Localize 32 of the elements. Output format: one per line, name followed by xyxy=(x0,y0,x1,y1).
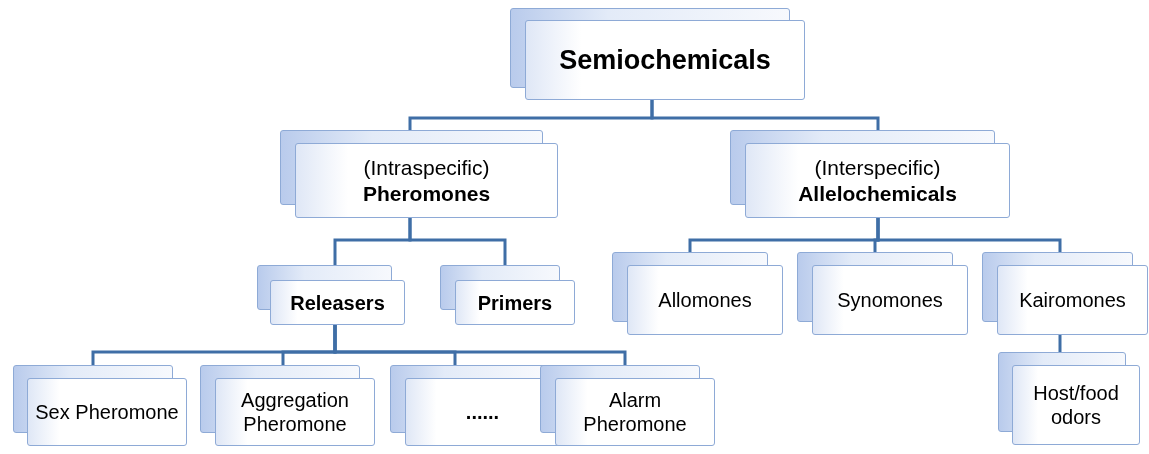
stacked-card xyxy=(440,265,575,325)
card-subtitle: (Interspecific) xyxy=(814,155,941,181)
stacked-card xyxy=(200,365,375,446)
stacked-card xyxy=(257,265,405,325)
card-subtitle: (Intraspecific) xyxy=(363,155,490,181)
stacked-card xyxy=(982,252,1148,335)
card-title: Releasers xyxy=(290,290,385,315)
card-title: Pheromones xyxy=(362,180,491,206)
stacked-card xyxy=(540,365,715,446)
stacked-card xyxy=(730,130,1010,218)
stacked-card xyxy=(13,365,187,446)
card-title: Sex Pheromone xyxy=(35,400,179,424)
stacked-card xyxy=(612,252,783,335)
connector-line xyxy=(650,100,880,130)
card-title: Host/food odors xyxy=(1032,381,1120,429)
card-title: Primers xyxy=(477,290,553,315)
connector-line xyxy=(876,218,1062,252)
connector-line xyxy=(408,218,507,265)
card-title: Alarm Pheromone xyxy=(582,388,688,436)
stacked-card xyxy=(998,352,1140,445)
card-title: ...... xyxy=(465,400,500,424)
card-title: Synomones xyxy=(837,288,943,312)
card-title: Allomones xyxy=(658,288,752,312)
connector-line xyxy=(333,325,627,365)
stacked-card xyxy=(510,8,805,100)
card-title: Kairomones xyxy=(1019,288,1126,312)
stacked-card xyxy=(280,130,558,218)
card-title: Semiochemicals xyxy=(559,43,771,77)
stacked-card xyxy=(797,252,968,335)
connector-line xyxy=(1058,335,1062,354)
card-title: Allelochemicals xyxy=(798,180,957,206)
card-title: Aggregation Pheromone xyxy=(240,388,350,436)
